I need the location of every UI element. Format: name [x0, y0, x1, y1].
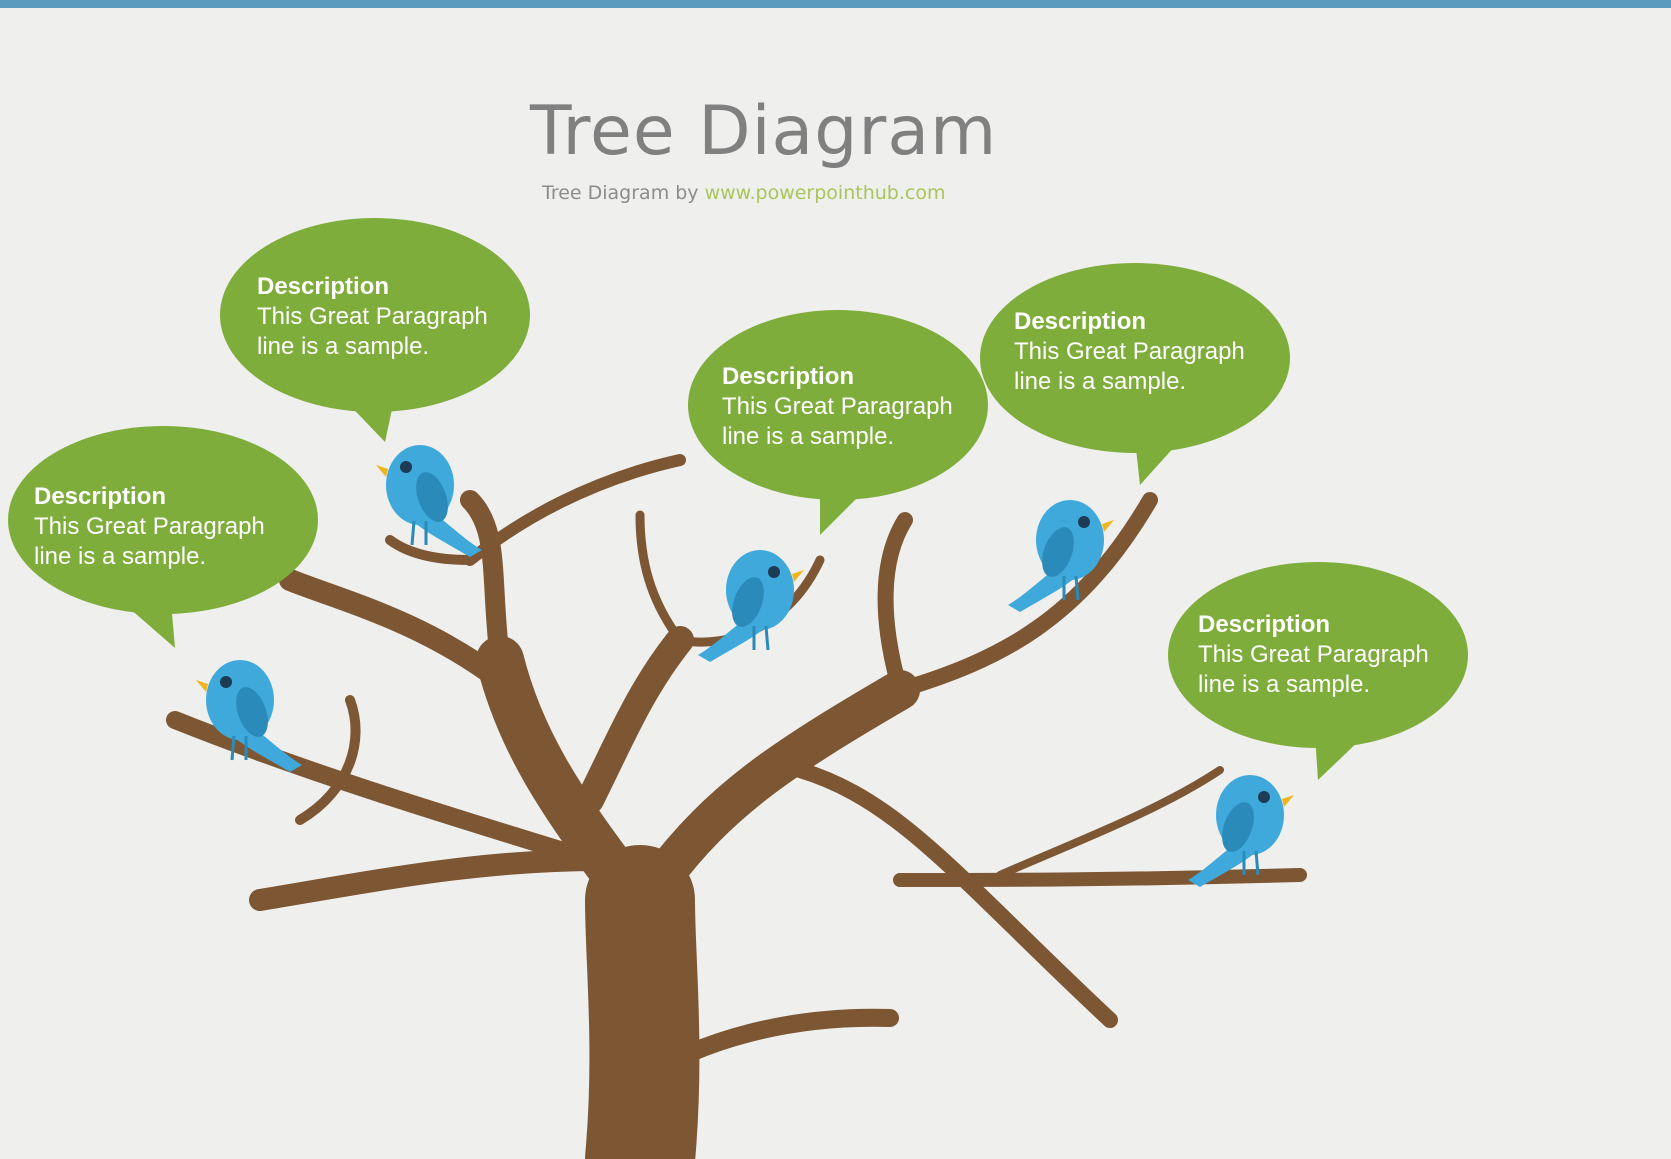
page-title: Tree Diagram	[530, 92, 998, 171]
bubble-line: This Great Paragraph	[722, 393, 953, 420]
bubble-4: Description This Great Paragraph line is…	[1014, 307, 1245, 397]
bubble-4-shape	[980, 263, 1290, 485]
tree	[166, 454, 1307, 1159]
bubble-3-shape	[688, 310, 988, 535]
bubble-line: line is a sample.	[1014, 368, 1187, 395]
bubble-line: This Great Paragraph	[34, 513, 265, 540]
tree-trunk	[585, 845, 700, 1159]
subtitle-prefix: Tree Diagram by	[542, 182, 699, 204]
top-bar	[0, 0, 1671, 8]
bubble-shapes	[8, 218, 1468, 780]
bubble-2: Description This Great Paragraph line is…	[257, 272, 488, 362]
bubble-heading: Description	[1014, 308, 1147, 335]
bubble-line: line is a sample.	[257, 333, 430, 360]
bubble-5-shape	[1168, 562, 1468, 780]
bubble-heading: Description	[257, 273, 390, 300]
bubble-line: line is a sample.	[1198, 671, 1371, 698]
bubble-2-shape	[220, 218, 530, 442]
bubble-line: line is a sample.	[34, 543, 207, 570]
bubble-line: This Great Paragraph	[1014, 338, 1245, 365]
bubble-heading: Description	[34, 483, 167, 510]
bubble-heading: Description	[722, 363, 855, 390]
subtitle-link[interactable]: www.powerpointhub.com	[704, 182, 946, 204]
bubble-1: Description This Great Paragraph line is…	[34, 482, 265, 572]
bubble-line: This Great Paragraph	[257, 303, 488, 330]
bird-4	[1006, 498, 1116, 614]
bubble-line: This Great Paragraph	[1198, 641, 1429, 668]
page-subtitle: Tree Diagram by www.powerpointhub.com	[542, 182, 945, 204]
bubble-1-shape	[8, 426, 318, 648]
bird-3	[696, 548, 806, 664]
tree-limb-right	[640, 670, 920, 900]
bubble-line: line is a sample.	[722, 423, 895, 450]
bubble-5: Description This Great Paragraph line is…	[1198, 610, 1429, 700]
bubble-heading: Description	[1198, 611, 1331, 638]
bubble-3: Description This Great Paragraph line is…	[722, 362, 953, 452]
